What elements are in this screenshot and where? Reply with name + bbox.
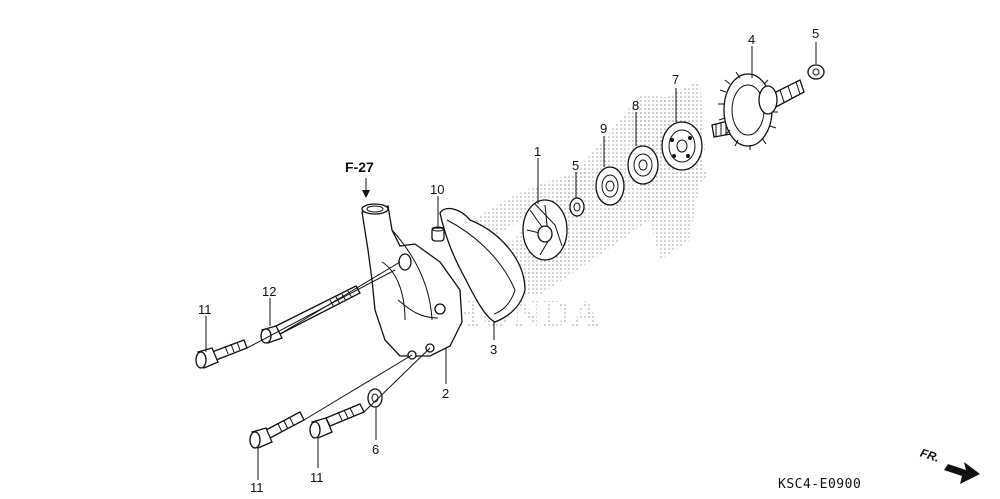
callout-12: 12 (262, 284, 276, 299)
water-pump-cover (361, 203, 463, 360)
callout-3: 3 (490, 342, 497, 357)
dowel-pin (431, 226, 445, 242)
bearing (661, 121, 703, 171)
pump-shaft-gear (711, 70, 805, 150)
callout-11-left: 11 (198, 302, 212, 317)
reference-label: F-27 (345, 159, 374, 175)
callout-11-bottom-left: 11 (250, 480, 264, 495)
sealing-washer (367, 388, 383, 408)
washer-top (807, 64, 825, 80)
callout-5-washer-small: 5 (572, 158, 579, 173)
assembly-lines (246, 261, 431, 421)
callout-9: 9 (600, 121, 607, 136)
callout-11-bottom: 11 (310, 470, 324, 485)
water-seal (595, 166, 625, 206)
bolt-bottom-left (249, 411, 305, 449)
reference-arrow (362, 178, 370, 198)
washer-small (569, 197, 585, 217)
leader-lines (205, 42, 817, 480)
callout-1: 1 (534, 144, 541, 159)
callout-6: 6 (372, 442, 379, 457)
honda-watermark-text: HONDA (450, 293, 601, 335)
callout-8: 8 (632, 98, 639, 113)
impeller (522, 199, 568, 261)
callout-7: 7 (672, 72, 679, 87)
front-direction-label: FR. (918, 446, 941, 465)
callout-4: 4 (748, 32, 755, 47)
callout-10: 10 (430, 182, 444, 197)
oil-seal (627, 145, 659, 185)
callout-5-washer-top: 5 (812, 26, 819, 41)
diagram-code: KSC4-E0900 (778, 477, 861, 492)
callout-2: 2 (442, 386, 449, 401)
bolt-left (195, 339, 248, 369)
gasket (439, 207, 526, 323)
bolt-bottom (309, 403, 365, 439)
front-direction-arrow (944, 462, 980, 484)
